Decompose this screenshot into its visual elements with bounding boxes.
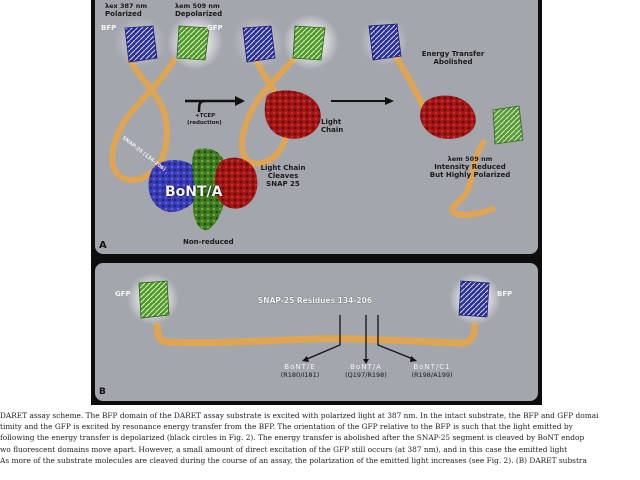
- figure-caption: DARET assay scheme. The BFP domain of th…: [0, 410, 640, 466]
- bfp-barrel-b: [458, 280, 490, 318]
- bont-a-site-label: BoNT/A: [350, 363, 382, 371]
- panel-b: GFP BFP SNAP-25 Residues 134-206 BoNT/E …: [95, 263, 538, 401]
- emission-after-intensity: Intensity Reduced: [434, 163, 506, 171]
- caption-line: DARET assay scheme. The BFP domain of th…: [0, 411, 599, 420]
- cleaves-label-2: Cleaves: [267, 172, 299, 180]
- emission-state: Depolarized: [175, 10, 223, 18]
- emission-wavelength: λem 509 nm: [175, 2, 220, 10]
- gfp-label-b: GFP: [115, 290, 131, 298]
- emission-after-polarized: But Highly Polarized: [429, 171, 511, 179]
- gfp-label: GFP: [207, 24, 223, 32]
- light-chain-free: [420, 95, 476, 139]
- bont-c1-label: BoNT/C1: [413, 363, 451, 371]
- bont-a-site: (Q197/R198): [345, 371, 387, 379]
- gfp-barrel-2: [292, 25, 326, 61]
- gfp-barrel: [176, 25, 210, 61]
- cleavage-arrow-bont-c1: [377, 315, 414, 360]
- reduction-label: (reduction): [187, 120, 222, 126]
- caption-line: wo fluorescent domains move apart. Howev…: [0, 444, 568, 454]
- bfp-label-b: BFP: [497, 290, 513, 298]
- panel-a-letter: A: [99, 240, 107, 251]
- residues-label: SNAP-25 Residues 134-206: [257, 296, 373, 305]
- tcep-label: +TCEP: [195, 113, 216, 119]
- arrow-cleavage: [331, 97, 394, 105]
- bont-e-label: BoNT/E: [284, 363, 316, 371]
- snap25-loop-intact: [109, 56, 178, 183]
- panel-b-illustration: [127, 273, 501, 364]
- panel-a-illustration: [109, 14, 524, 231]
- gfp-barrel-released: [492, 105, 524, 145]
- transfer-abolished-1: Energy Transfer: [421, 50, 485, 58]
- bont-e-site: (R180/I181): [280, 371, 320, 379]
- cleaved-strand-gfp: [449, 138, 497, 218]
- panel-b-letter: B: [99, 387, 106, 397]
- bont-a-blue-domain: [148, 159, 201, 212]
- excitation-state: Polarized: [105, 10, 142, 18]
- emission-after-wavelength: λem 509 nm: [447, 155, 493, 163]
- cleavage-arrow-bont-e: [306, 315, 341, 360]
- bont-a-red-domain: [214, 157, 258, 209]
- non-reduced-label: Non-reduced: [183, 238, 234, 246]
- bfp-barrel-3: [368, 23, 402, 61]
- caption-line: timity and the GFP is excited by resonan…: [0, 422, 573, 432]
- bfp-barrel: [124, 25, 158, 63]
- light-chain-bound: [264, 90, 321, 139]
- cleaves-label-3: SNAP 25: [266, 180, 300, 188]
- cleaves-label-1: Light Chain: [260, 164, 306, 172]
- bfp-label: BFP: [101, 24, 117, 32]
- bfp-barrel-2: [242, 25, 276, 63]
- excitation-wavelength: λex 387 nm: [105, 2, 148, 10]
- light-chain-label-1: Light: [321, 118, 342, 126]
- transfer-abolished-2: Abolished: [433, 58, 473, 66]
- snap25-strand: [153, 322, 479, 347]
- light-chain-label-2: Chain: [321, 126, 344, 134]
- gfp-barrel-b: [138, 280, 170, 319]
- figure-frame: λex 387 nm Polarized λem 509 nm Depolari…: [91, 0, 542, 405]
- arrow-reduction: [185, 96, 245, 113]
- caption-line: following the energy transfer is depolar…: [0, 433, 585, 443]
- panel-a: λex 387 nm Polarized λem 509 nm Depolari…: [95, 0, 538, 254]
- bont-c1-site: (R198/A199): [411, 371, 453, 379]
- caption-line: As more of the substrate molecules are c…: [0, 455, 587, 465]
- bont-a-label: BoNT/A: [165, 184, 223, 200]
